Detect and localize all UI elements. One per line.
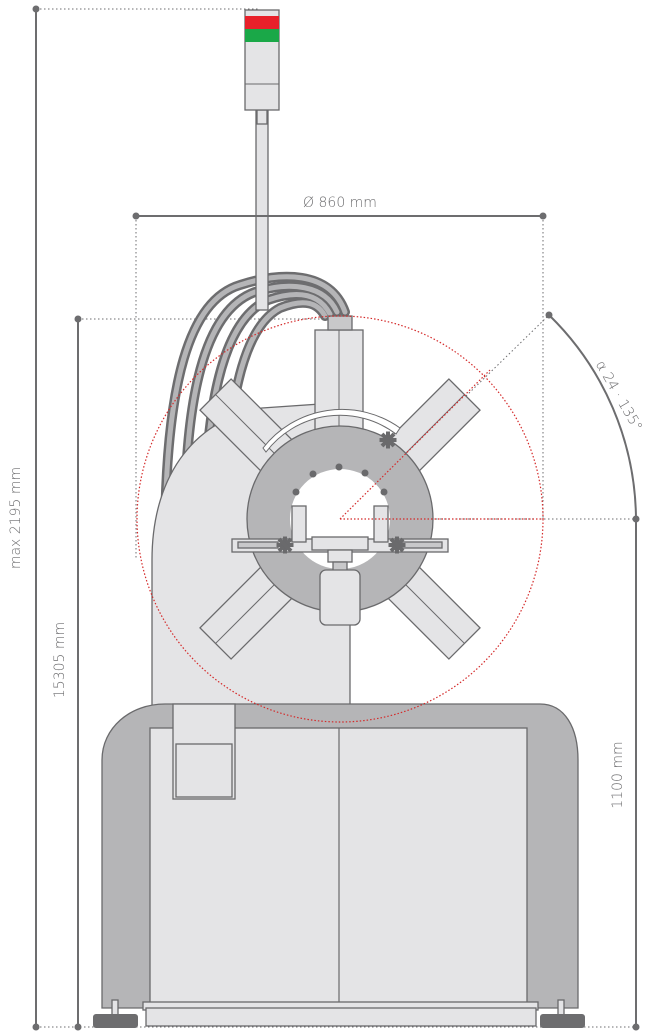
star-knobs: [276, 431, 406, 554]
axis-height-label: 15305 mm: [52, 622, 68, 698]
hub-height-label: 1100 mm: [610, 741, 626, 808]
diameter-label: Ø 860 mm: [303, 195, 377, 211]
base-cabinet: [101, 703, 579, 1027]
dimension-lines: [32, 5, 640, 1031]
leveling-foot-icon: [93, 999, 138, 1028]
reel-outline: [136, 315, 544, 723]
signal-tower-icon: [244, 9, 280, 311]
leveling-foot-icon-right: [540, 999, 585, 1028]
max-height-label: max 2195 mm: [8, 467, 24, 569]
upper-cylinder: [314, 315, 364, 441]
